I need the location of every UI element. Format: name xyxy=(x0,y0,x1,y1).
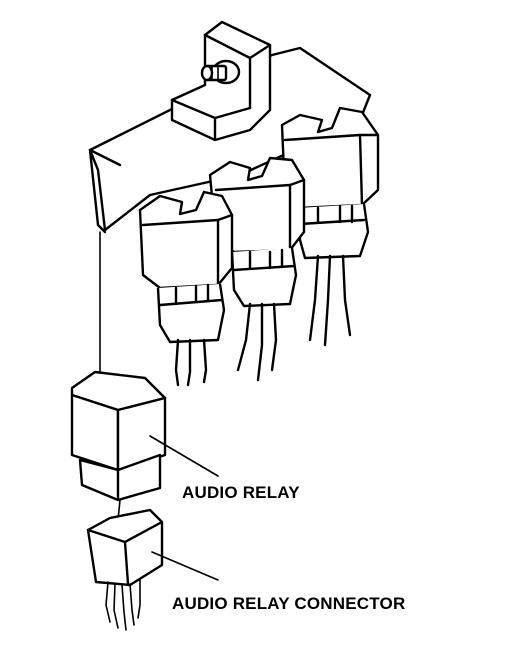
installed-relay-front xyxy=(138,190,234,387)
audio-relay-connector-label: AUDIO RELAY CONNECTOR xyxy=(172,594,405,613)
installed-relay-rear xyxy=(280,106,380,347)
mounting-tab xyxy=(170,20,272,142)
audio-relay xyxy=(70,370,167,502)
mounting-stud-icon xyxy=(200,59,241,85)
audio-relay-connector-leader-line xyxy=(151,551,219,581)
installed-relay-middle xyxy=(208,156,306,382)
audio-relay-leader-line xyxy=(149,435,219,477)
audio-relay-connector xyxy=(86,508,164,631)
audio-relay-label: AUDIO RELAY xyxy=(182,483,300,502)
